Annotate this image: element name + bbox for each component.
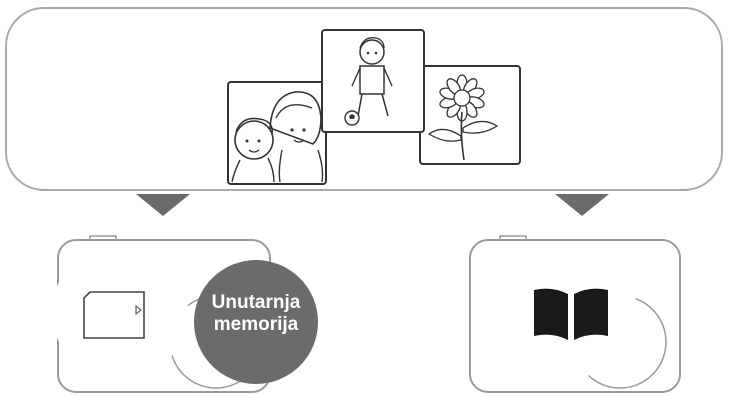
football-player-photo [322,30,424,132]
sunflower-photo [420,66,520,164]
children-photo [228,82,326,184]
arrow-down-left-icon [136,194,190,216]
book-bubble [505,246,637,378]
memory-card-icon [84,292,144,338]
internal-memory-label-line1: Unutarnja [196,292,316,314]
internal-memory-label-line2: memorija [196,314,316,336]
arrow-down-right-icon [555,194,609,216]
internal-memory-label: Unutarnja memorija [196,292,316,336]
